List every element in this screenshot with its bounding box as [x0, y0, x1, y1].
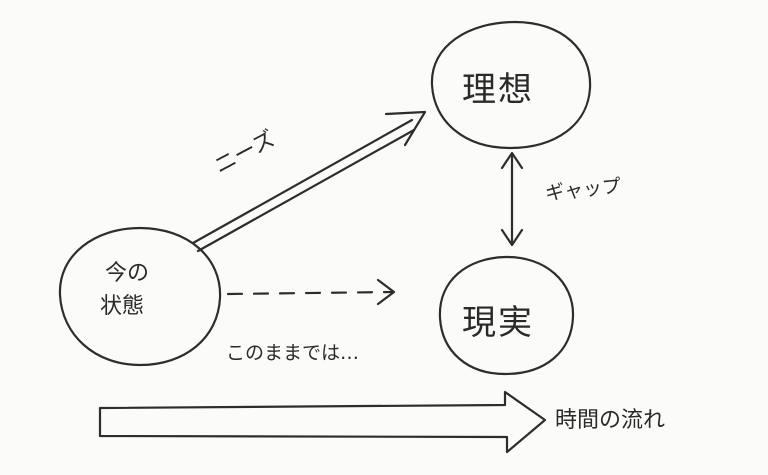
as-is-dashed-arrow [226, 278, 396, 306]
reality-circle [438, 255, 575, 376]
ideal-circle [430, 20, 592, 150]
ideal-label: 理想 [462, 70, 534, 110]
as-is-label: このままでは… [226, 342, 360, 364]
current-state-label-line1: 今の [105, 261, 150, 286]
needs-arrow [191, 110, 427, 253]
gap-double-arrow [500, 151, 524, 247]
time-flow-label: 時間の流れ [555, 408, 666, 433]
reality-label: 現実 [462, 303, 534, 343]
current-state-label-line2: 状態 [100, 294, 145, 319]
time-flow-arrow [98, 390, 547, 454]
current-state-circle [58, 226, 222, 367]
